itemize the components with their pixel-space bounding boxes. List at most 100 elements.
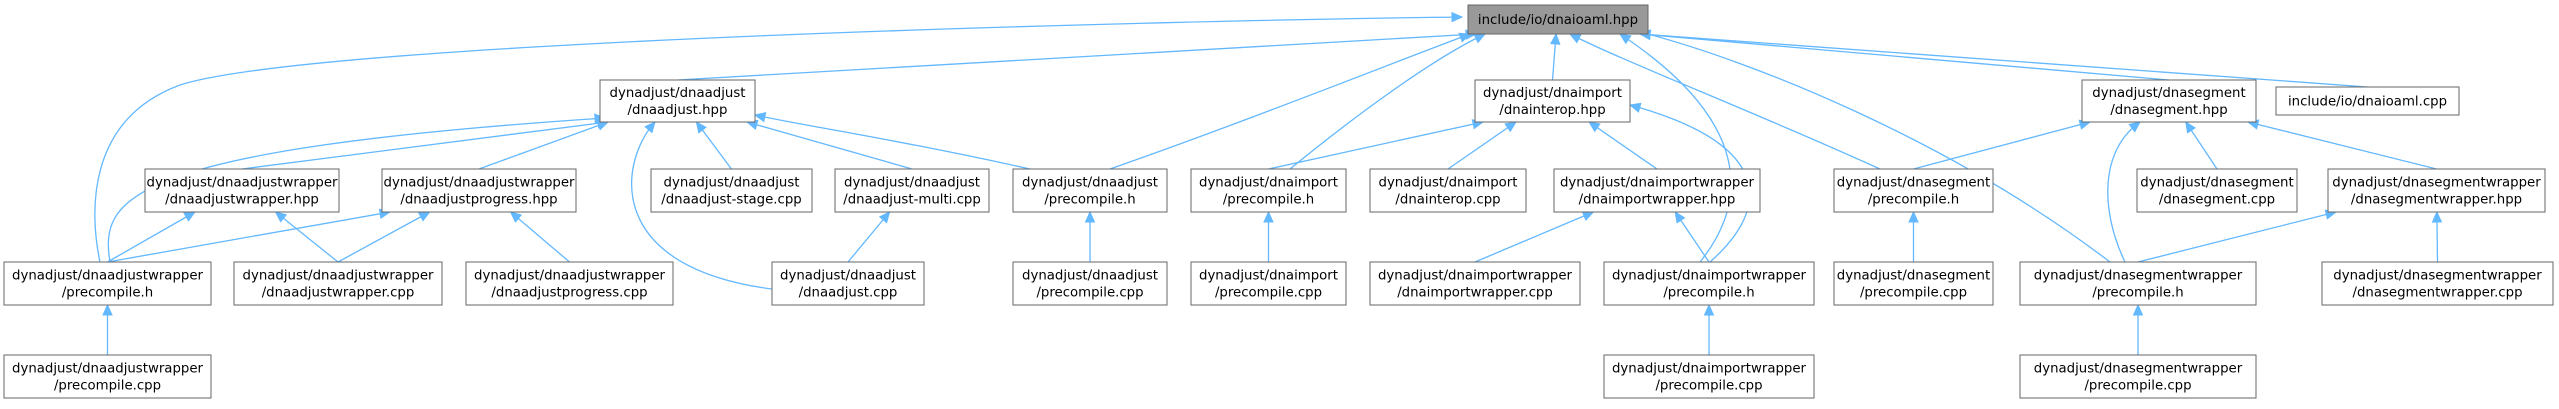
edge-impw_pch-to-root	[1618, 33, 1732, 263]
node-box[interactable]	[2019, 354, 2257, 399]
node-seg-pch[interactable]: dynadjust/dnasegment/precompile.h	[1833, 168, 1994, 213]
node-segw-hpp[interactable]: dynadjust/dnasegmentwrapper/dnasegmentwr…	[2327, 168, 2546, 213]
node-seg-hpp[interactable]: dynadjust/dnasegment/dnasegment.hpp	[2081, 79, 2257, 123]
node-segw-cpp[interactable]: dynadjust/dnasegmentwrapper/dnasegmentwr…	[2321, 261, 2554, 306]
node-adjw-hpp[interactable]: dynadjust/dnaadjustwrapper/dnaadjustwrap…	[144, 168, 340, 213]
node-label-line: dynadjust/dnaadjustwrapper	[384, 176, 575, 191]
edges-layer	[94, 11, 2443, 355]
node-box[interactable]	[1467, 4, 1649, 35]
node-impw-pcpp[interactable]: dynadjust/dnaimportwrapper/precompile.cp…	[1603, 354, 1815, 399]
node-imp-pch[interactable]: dynadjust/dnaimport/precompile.h	[1190, 168, 1347, 213]
node-box[interactable]	[2321, 261, 2554, 306]
node-label-line: dynadjust/dnaadjust	[1022, 176, 1158, 191]
node-box[interactable]	[650, 168, 813, 213]
node-box[interactable]	[1369, 261, 1581, 306]
node-label-line: dynadjust/dnaadjustwrapper	[12, 269, 203, 284]
edge-imp_pch-to-root	[1289, 33, 1487, 170]
node-impw-cpp[interactable]: dynadjust/dnaimportwrapper/dnaimportwrap…	[1369, 261, 1581, 306]
node-box[interactable]	[1012, 168, 1168, 213]
node-adj-hpp[interactable]: dynadjust/dnaadjust/dnaadjust.hpp	[599, 79, 756, 123]
node-box[interactable]	[2275, 86, 2460, 116]
node-label-line: dynadjust/dnasegment	[1837, 269, 1990, 284]
node-adjstage[interactable]: dynadjust/dnaadjust/dnaadjust-stage.cpp	[650, 168, 813, 213]
node-box[interactable]	[599, 79, 756, 123]
node-adj-cpp[interactable]: dynadjust/dnaadjust/dnaadjust.cpp	[771, 261, 925, 306]
node-adjprog-hpp[interactable]: dynadjust/dnaadjustwrapper/dnaadjustprog…	[381, 168, 577, 213]
edge-impw_cpp-to-impw_hpp	[1474, 211, 1595, 263]
node-segw-pch[interactable]: dynadjust/dnasegmentwrapper/precompile.h	[2019, 261, 2257, 306]
node-segw-pcpp[interactable]: dynadjust/dnasegmentwrapper/precompile.c…	[2019, 354, 2257, 399]
node-box[interactable]	[834, 168, 990, 213]
node-box[interactable]	[1603, 354, 1815, 399]
edge-seg_pch-to-seg_hpp	[1913, 119, 2092, 170]
edge-adjw_cpp-to-adjprog_hpp	[337, 211, 431, 263]
node-box[interactable]	[3, 261, 212, 306]
node-label-line: /precompile.h	[2092, 286, 2183, 301]
node-box[interactable]	[1474, 79, 1631, 123]
node-imp-pcpp[interactable]: dynadjust/dnaimport/precompile.cpp	[1190, 261, 1347, 306]
node-box[interactable]	[3, 354, 212, 399]
node-box[interactable]	[2019, 261, 2257, 306]
node-root[interactable]: include/io/dnaioaml.hpp	[1467, 4, 1649, 35]
node-impw-pch[interactable]: dynadjust/dnaimportwrapper/precompile.h	[1603, 261, 1815, 306]
node-label-line: /dnaadjustwrapper.cpp	[262, 286, 415, 301]
node-box[interactable]	[771, 261, 925, 306]
node-adjprog-cpp[interactable]: dynadjust/dnaadjustwrapper/dnaadjustprog…	[465, 261, 674, 306]
node-box[interactable]	[1369, 168, 1527, 213]
edge-adj_cpp-to-adjmulti	[847, 211, 891, 263]
node-box[interactable]	[144, 168, 340, 213]
edge-adjprog_cpp-to-adjprog_hpp	[509, 211, 570, 263]
node-label-line: dynadjust/dnaadjust	[664, 176, 800, 191]
node-aml-cpp[interactable]: include/io/dnaioaml.cpp	[2275, 86, 2460, 116]
node-seg-cpp[interactable]: dynadjust/dnasegment/dnasegment.cpp	[2136, 168, 2298, 213]
edge-adjw_pch-to-adjw_hpp	[107, 211, 196, 263]
node-adj-pcpp[interactable]: dynadjust/dnaadjust/precompile.cpp	[1012, 261, 1168, 306]
node-label-line: dynadjust/dnasegmentwrapper	[2332, 176, 2541, 191]
node-impw-hpp[interactable]: dynadjust/dnaimportwrapper/dnaimportwrap…	[1553, 168, 1761, 213]
node-box[interactable]	[1833, 168, 1994, 213]
node-box[interactable]	[465, 261, 674, 306]
node-interop-cpp[interactable]: dynadjust/dnaimport/dnainterop.cpp	[1369, 168, 1527, 213]
node-adjw-pcpp[interactable]: dynadjust/dnaadjustwrapper/precompile.cp…	[3, 354, 212, 399]
node-label-line: dynadjust/dnaadjustwrapper	[147, 176, 338, 191]
node-adjw-cpp[interactable]: dynadjust/dnaadjustwrapper/dnaadjustwrap…	[233, 261, 443, 306]
node-box[interactable]	[1603, 261, 1815, 306]
node-label-line: /dnaadjust-multi.cpp	[843, 193, 981, 208]
node-label-line: dynadjust/dnaimportwrapper	[1612, 269, 1807, 284]
node-adj-pch[interactable]: dynadjust/dnaadjust/precompile.h	[1012, 168, 1168, 213]
node-box[interactable]	[2081, 79, 2257, 123]
node-label-line: /dnaadjustwrapper.hpp	[165, 193, 319, 208]
node-label-line: /precompile.h	[1223, 193, 1314, 208]
node-seg-pcpp[interactable]: dynadjust/dnasegment/precompile.cpp	[1833, 261, 1994, 306]
node-label-line: dynadjust/dnaadjustwrapper	[12, 362, 203, 377]
node-box[interactable]	[1553, 168, 1761, 213]
node-box[interactable]	[2327, 168, 2546, 213]
node-label-line: dynadjust/dnaadjust	[844, 176, 980, 191]
edge-segw_hpp-to-seg_hpp	[2246, 119, 2437, 170]
node-box[interactable]	[2136, 168, 2298, 213]
node-box[interactable]	[381, 168, 577, 213]
node-label-line: /dnasegment.cpp	[2159, 193, 2275, 208]
node-label-line: dynadjust/dnaimportwrapper	[1560, 176, 1755, 191]
node-label-line: dynadjust/dnasegmentwrapper	[2333, 269, 2542, 284]
node-imp-hpp[interactable]: dynadjust/dnaimport/dnainterop.hpp	[1474, 79, 1631, 123]
node-adjw-pch[interactable]: dynadjust/dnaadjustwrapper/precompile.h	[3, 261, 212, 306]
node-box[interactable]	[1833, 261, 1994, 306]
node-box[interactable]	[1190, 261, 1347, 306]
node-label-line: /dnaimportwrapper.cpp	[1397, 286, 1553, 301]
edge-adjw_hpp-to-adj_hpp	[241, 118, 610, 170]
node-label-line: /precompile.cpp	[1655, 379, 1762, 394]
node-label-line: /precompile.h	[62, 286, 153, 301]
edge-adjstage-to-adj_hpp	[695, 121, 733, 170]
edge-adjmulti-to-adj_hpp	[745, 119, 913, 170]
node-label-line: dynadjust/dnasegmentwrapper	[2034, 269, 2243, 284]
edge-seg_cpp-to-seg_hpp	[2185, 120, 2218, 170]
node-label-line: /dnainterop.hpp	[1499, 103, 1605, 118]
node-label-line: /dnaadjust-stage.cpp	[661, 193, 801, 208]
node-box[interactable]	[1190, 168, 1347, 213]
node-label-line: dynadjust/dnasegment	[1837, 176, 1990, 191]
node-box[interactable]	[233, 261, 443, 306]
node-label-line: dynadjust/dnaadjust	[610, 86, 746, 101]
node-adjmulti[interactable]: dynadjust/dnaadjust/dnaadjust-multi.cpp	[834, 168, 990, 213]
node-box[interactable]	[1012, 261, 1168, 306]
